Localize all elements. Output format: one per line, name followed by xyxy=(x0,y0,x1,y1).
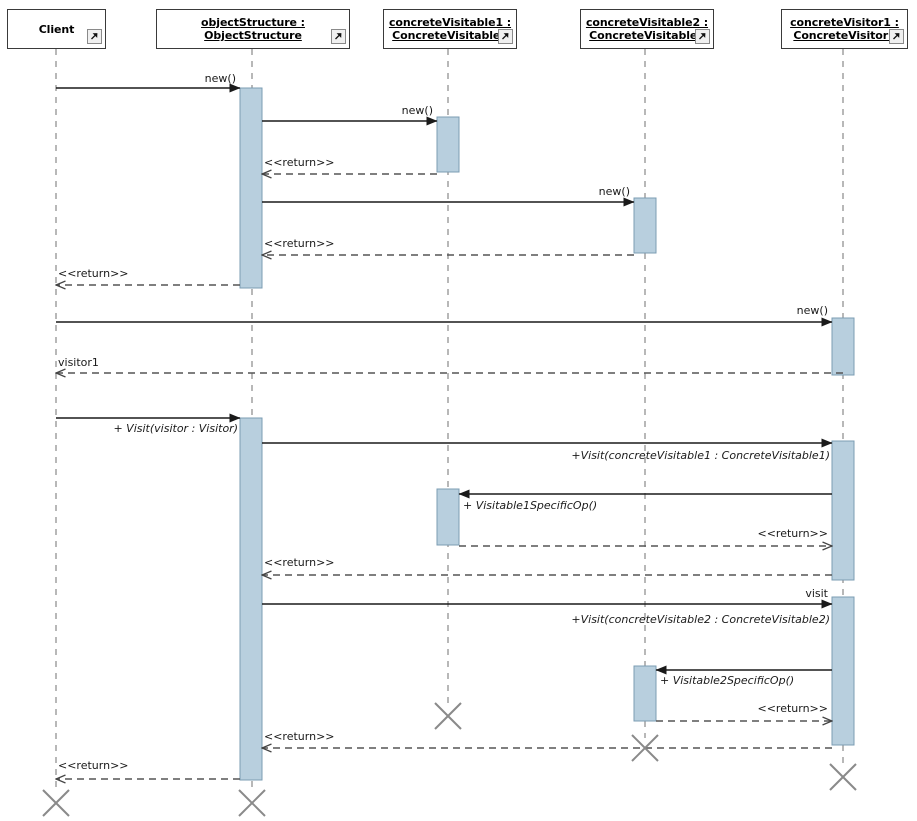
lifeline-header-client[interactable]: Client xyxy=(7,9,106,49)
external-link-arrow-icon[interactable] xyxy=(498,29,513,44)
external-link-arrow-icon[interactable] xyxy=(331,29,346,44)
activation-bar-concreteVisitable2 xyxy=(633,197,657,254)
lifeline-header-label: concreteVisitable1 : ConcreteVisitable1 xyxy=(388,16,512,42)
message-label-m18: <<return>> xyxy=(264,730,335,743)
message-arrows xyxy=(56,83,843,779)
message-label-m6: <<return>> xyxy=(58,267,129,280)
message-label-m16: + Visitable2SpecificOp() xyxy=(660,674,795,687)
activation-bar-concreteVisitable1 xyxy=(436,488,460,546)
message-label-m15: +Visit(concreteVisitable2 : ConcreteVisi… xyxy=(571,613,830,626)
terminator-x-objectStructure xyxy=(238,789,266,817)
lifeline-header-concreteVisitor1[interactable]: concreteVisitor1 : ConcreteVisitor1 xyxy=(781,9,908,49)
external-link-arrow-icon[interactable] xyxy=(87,29,102,44)
external-link-arrow-icon[interactable] xyxy=(695,29,710,44)
message-label-m8: visitor1 xyxy=(58,356,99,369)
terminator-x-client xyxy=(42,789,70,817)
message-label-m5: <<return>> xyxy=(264,237,335,250)
terminator-x-concreteVisitable1 xyxy=(434,702,462,730)
lifeline-terminators xyxy=(42,702,857,817)
message-label-m12: <<return>> xyxy=(757,527,828,540)
message-label-m7: new() xyxy=(796,304,828,317)
message-label-m9: + Visit(visitor : Visitor) xyxy=(113,422,238,435)
message-label-m19: <<return>> xyxy=(58,759,129,772)
activation-bar-concreteVisitable2 xyxy=(633,665,657,722)
lifeline-header-label: concreteVisitable2 : ConcreteVisitable2 xyxy=(585,16,709,42)
lifeline-header-objectStructure[interactable]: objectStructure : ObjectStructure xyxy=(156,9,350,49)
message-label-m10: +Visit(concreteVisitable1 : ConcreteVisi… xyxy=(571,449,830,462)
message-label-m13: <<return>> xyxy=(264,556,335,569)
message-label-m17: <<return>> xyxy=(757,702,828,715)
activation-bar-concreteVisitor1 xyxy=(831,596,855,746)
lifeline-header-label: Client xyxy=(38,22,75,36)
lifeline-header-concreteVisitable2[interactable]: concreteVisitable2 : ConcreteVisitable2 xyxy=(580,9,714,49)
message-label-m4: new() xyxy=(598,185,630,198)
activation-bar-concreteVisitor1 xyxy=(831,440,855,581)
activation-bar-concreteVisitor1 xyxy=(831,317,855,376)
message-label-m14: visit xyxy=(805,587,828,600)
activation-bar-objectStructure xyxy=(239,87,263,289)
lifeline-header-concreteVisitable1[interactable]: concreteVisitable1 : ConcreteVisitable1 xyxy=(383,9,517,49)
message-label-m2: new() xyxy=(401,104,433,117)
activation-bar-objectStructure xyxy=(239,417,263,781)
activation-bar-concreteVisitable1 xyxy=(436,116,460,173)
message-label-m3: <<return>> xyxy=(264,156,335,169)
lifeline-header-label: concreteVisitor1 : ConcreteVisitor1 xyxy=(790,16,899,42)
activation-bars xyxy=(239,87,855,781)
message-label-m1: new() xyxy=(204,72,236,85)
terminator-x-concreteVisitor1 xyxy=(829,763,857,791)
lifeline-header-label: objectStructure : ObjectStructure xyxy=(201,16,305,42)
terminator-x-concreteVisitable2 xyxy=(631,734,659,762)
message-label-m11: + Visitable1SpecificOp() xyxy=(463,499,598,512)
external-link-arrow-icon[interactable] xyxy=(889,29,904,44)
